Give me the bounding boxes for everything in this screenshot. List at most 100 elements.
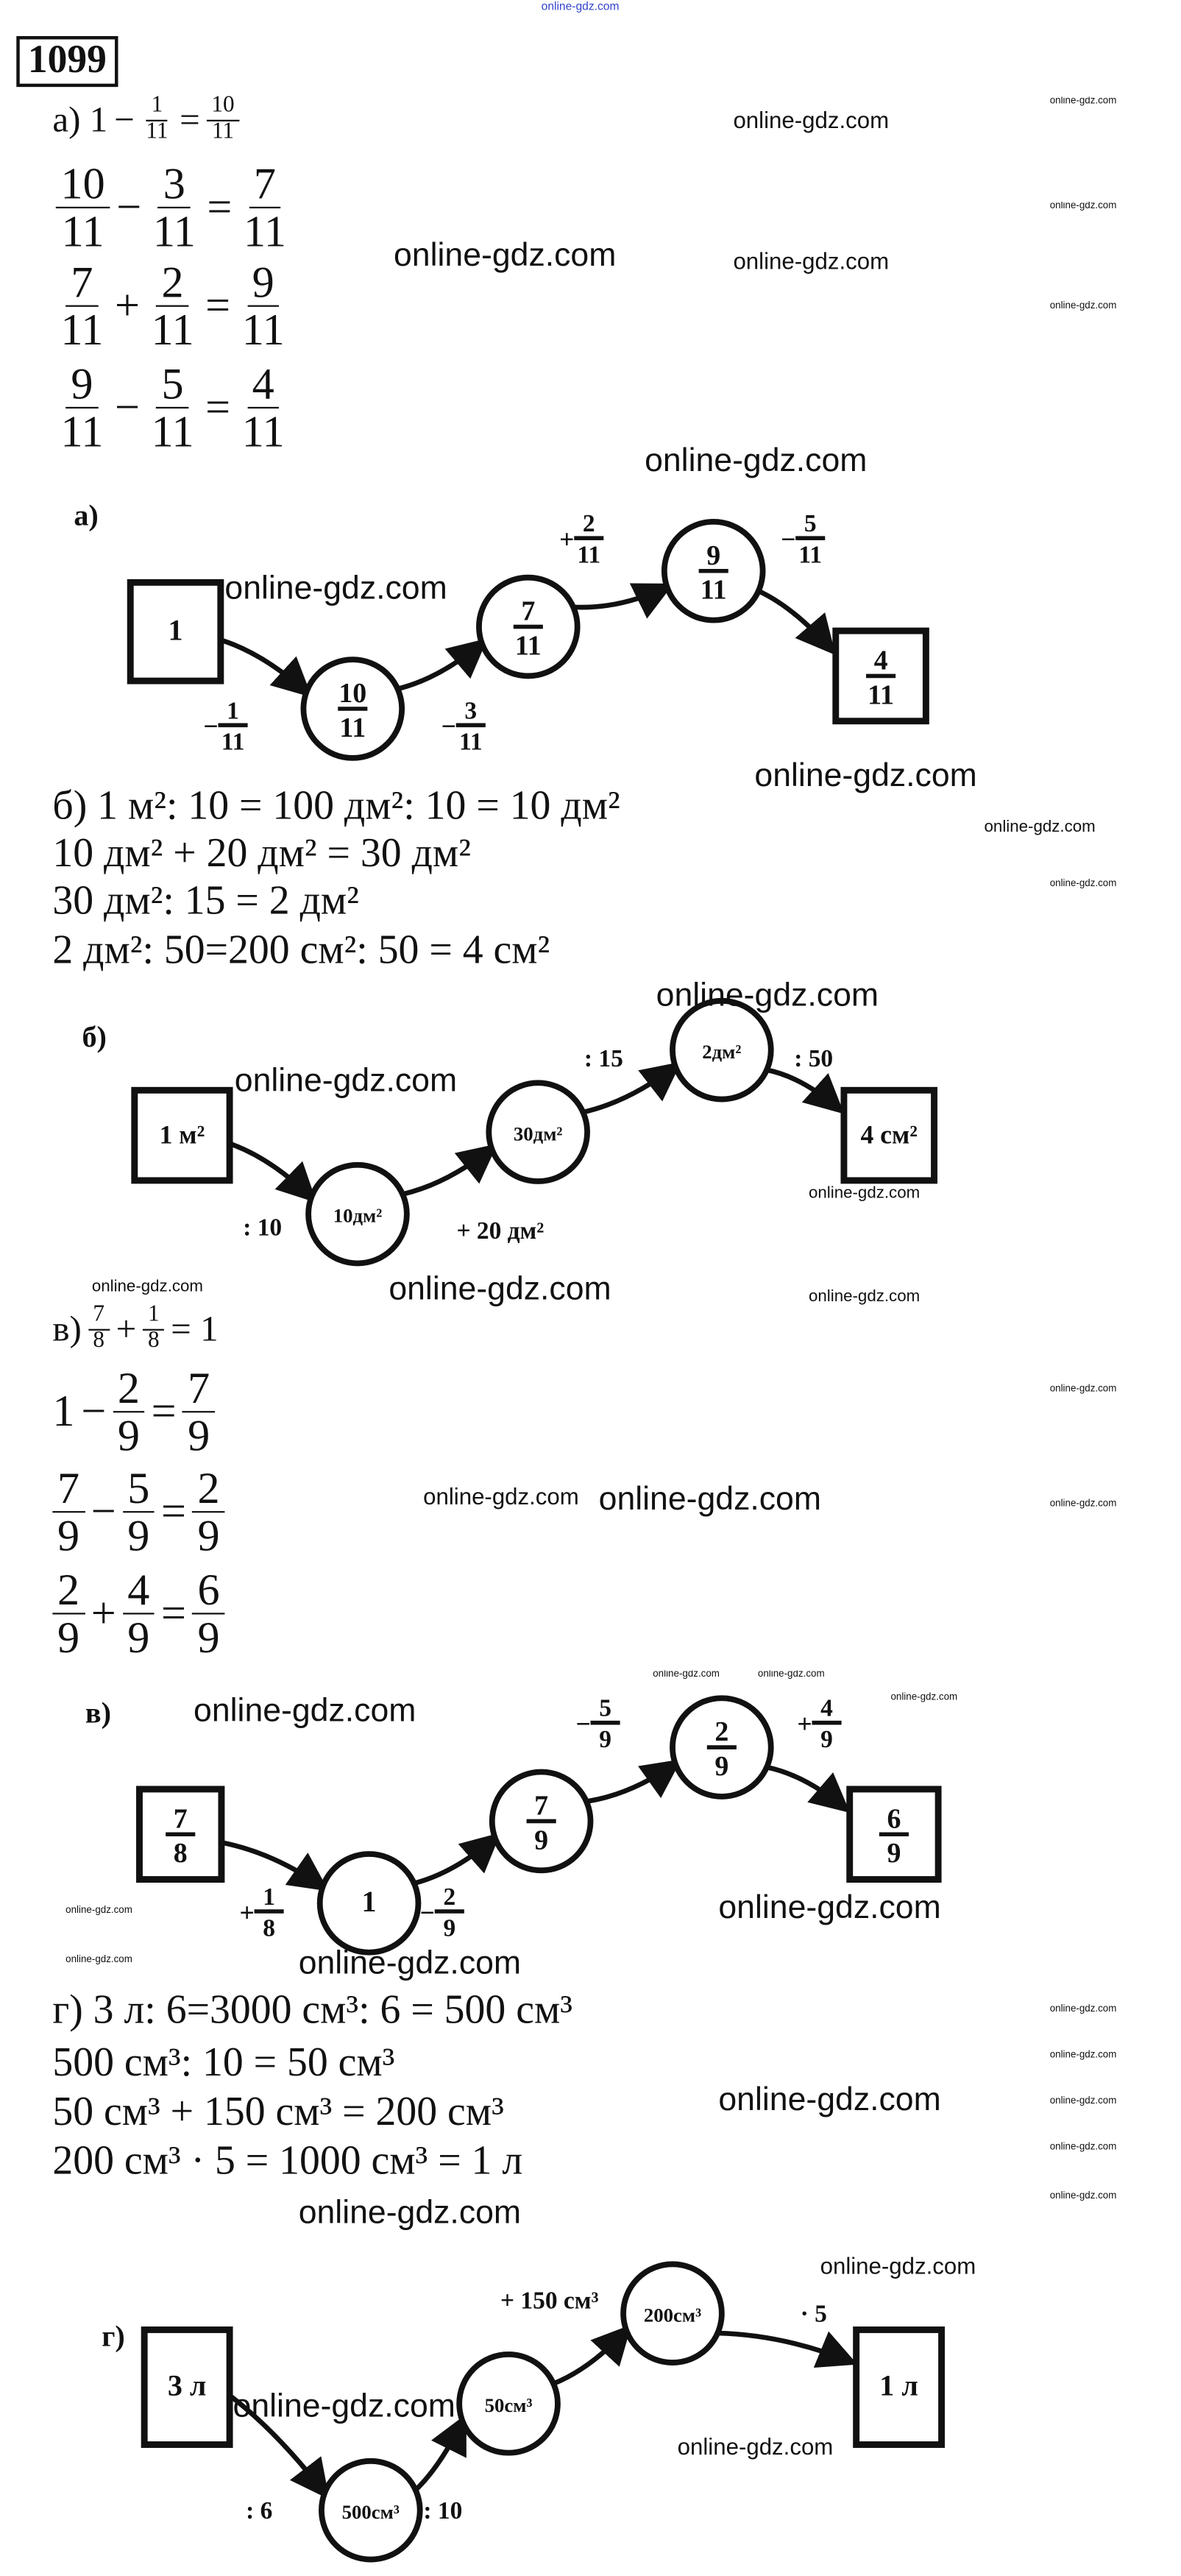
arrow — [228, 1141, 317, 1203]
denominator: 11 — [61, 207, 104, 257]
numerator: 5 — [599, 1695, 611, 1722]
watermark-text: online-gdz.com — [234, 1063, 458, 1100]
denominator: 9 — [188, 1411, 210, 1461]
arrow — [413, 2413, 467, 2493]
arrow — [765, 1764, 851, 1814]
watermark-text: online-gdz.com — [423, 1483, 579, 1510]
denominator: 9 — [197, 1613, 220, 1663]
equation-text: 1 — [52, 1387, 75, 1437]
edge-sign: − — [203, 712, 218, 741]
operator: − — [114, 99, 135, 140]
watermark-text: online-gdz.com — [653, 1670, 720, 1680]
numerator: 2 — [156, 258, 189, 308]
edge-label: : 50 — [794, 1045, 833, 1072]
watermark-text: online-gdz.com — [1049, 202, 1117, 212]
numerator: 7 — [88, 1303, 110, 1331]
denominator: 9 — [820, 1726, 833, 1753]
arrow — [756, 588, 836, 656]
circle-node — [670, 997, 774, 1103]
calculation-line: 200 см³ · 5 = 1000 см³ = 1 л — [52, 2139, 523, 2184]
numerator: 4 — [122, 1566, 155, 1616]
denominator: 11 — [515, 630, 542, 661]
denominator: 11 — [241, 305, 285, 355]
watermark-text: online-gdz.com — [733, 106, 890, 133]
circle-node — [620, 2261, 725, 2366]
circle-node — [486, 1080, 590, 1184]
watermark-text: online-gdz.com — [1049, 1384, 1117, 1395]
diagram-label: б) — [82, 1020, 106, 1053]
circle-node — [305, 1161, 410, 1267]
numerator: 9 — [706, 540, 720, 571]
numerator: 9 — [247, 258, 280, 308]
box-node — [840, 1086, 937, 1184]
numerator: 7 — [65, 258, 99, 308]
numerator: 6 — [192, 1566, 225, 1616]
edge-label: + 150 см³ — [500, 2287, 599, 2314]
watermark-text: online-gdz.com — [394, 238, 617, 275]
denominator: 11 — [211, 119, 235, 144]
operator: − — [115, 383, 141, 433]
calculation-line: г) 3 л: 6=3000 см³: 6 = 500 см³ — [52, 1988, 572, 2033]
node-value: 50см³ — [485, 2394, 533, 2416]
edge-label: : 6 — [246, 2497, 272, 2524]
numerator: 2 — [113, 1365, 145, 1414]
arrow — [572, 583, 674, 619]
numerator: 2 — [583, 510, 595, 537]
denominator: 8 — [93, 1328, 105, 1354]
denominator: 11 — [60, 305, 104, 355]
numerator: 6 — [887, 1803, 901, 1834]
denominator: 11 — [459, 729, 483, 756]
denominator: 11 — [152, 207, 196, 257]
denominator: 9 — [887, 1838, 901, 1869]
arrow — [396, 638, 488, 692]
numerator: 5 — [122, 1465, 155, 1514]
denominator: 9 — [127, 1613, 150, 1663]
node-value: 200см³ — [644, 2304, 701, 2326]
diagram-label: а) — [74, 498, 98, 531]
watermark-text: online-gdz.com — [754, 757, 977, 794]
watermark-text: online-gdz.com — [194, 1693, 416, 1730]
problem-number: 1099 — [16, 36, 118, 88]
operator: + — [115, 280, 141, 330]
edge-sign: − — [575, 1709, 590, 1738]
denominator: 9 — [443, 1914, 455, 1942]
arrow — [581, 1061, 681, 1115]
denominator: 11 — [241, 407, 285, 457]
denominator: 11 — [868, 679, 894, 710]
node-value: 1 м² — [160, 1120, 205, 1150]
denominator: 9 — [599, 1726, 611, 1753]
denominator: 11 — [339, 712, 366, 743]
operator: − — [91, 1487, 116, 1537]
denominator: 11 — [146, 119, 169, 144]
denominator: 9 — [534, 1825, 548, 1855]
node-value: 4 см² — [860, 1120, 918, 1150]
box-node — [141, 2326, 233, 2448]
numerator: 2 — [192, 1465, 225, 1514]
arrow — [401, 1144, 498, 1197]
denominator: 8 — [174, 1838, 188, 1869]
node-value: 1 л — [879, 2369, 918, 2402]
denominator: 9 — [57, 1613, 80, 1663]
watermark-text: online-gdz.com — [656, 977, 879, 1014]
denominator: 11 — [151, 407, 194, 457]
watermark-text: online-gdz.com — [1049, 2050, 1117, 2061]
watermark-text: online-gdz.com — [541, 1, 620, 13]
arrow — [552, 2324, 632, 2387]
equation-text: а) 1 — [52, 99, 108, 140]
numerator: 10 — [206, 94, 240, 121]
calculation-line: 10 дм² + 20 дм² = 30 дм² — [52, 832, 471, 877]
watermark-text: online-gdz.com — [1049, 302, 1117, 312]
